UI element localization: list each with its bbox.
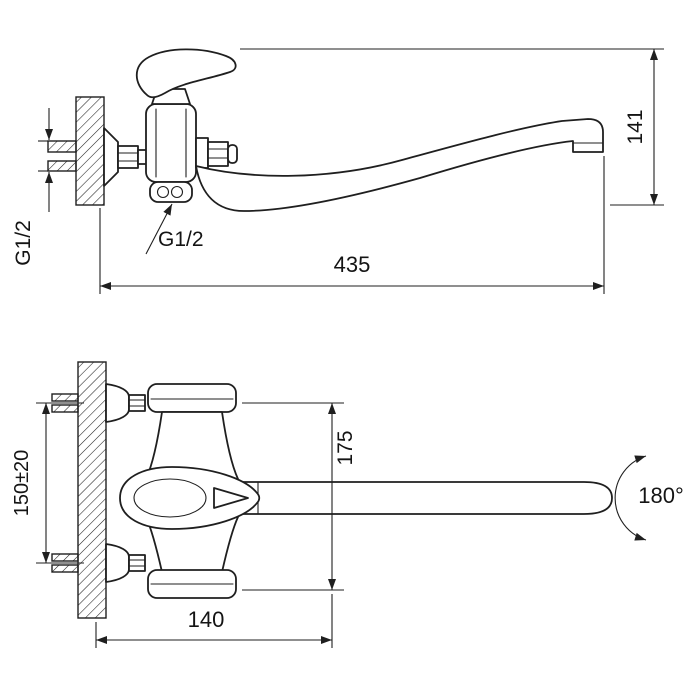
spout-side — [195, 118, 604, 212]
dimension-435: 435 — [99, 156, 605, 294]
diverter-collar — [195, 137, 209, 169]
outlet-knurl — [156, 185, 170, 199]
dim-label-height-front: 175 — [334, 430, 357, 465]
pipe-stub-top — [51, 393, 79, 402]
supply-pipe-wall-bottom — [47, 160, 77, 172]
leader-line — [145, 203, 173, 255]
thread-label-wall: G1/2 — [12, 220, 35, 266]
thread-label-shower: G1/2 — [158, 228, 204, 251]
faucet-body-side — [145, 103, 197, 183]
dimension-175: 175 — [242, 402, 357, 591]
diverter-cap — [227, 144, 238, 164]
wall-nut-side — [117, 145, 139, 169]
escutcheon-side — [103, 127, 119, 187]
pipe-stub-top — [51, 404, 79, 413]
dim-label-depth: 140 — [188, 607, 225, 632]
escutcheon-top — [105, 383, 130, 423]
handle-inner-contour — [133, 478, 207, 518]
dimension-141: 141 — [240, 48, 664, 206]
supply-pipe-wall-top — [47, 140, 77, 153]
swivel-angle-callout: 180° — [614, 455, 684, 541]
pipe-stub-bottom — [51, 553, 79, 562]
handle-tip-detail — [213, 487, 249, 509]
front-view: 150±20 175 140 180° — [11, 361, 684, 648]
mount-nut-top — [128, 394, 146, 412]
escutcheon-bottom — [105, 543, 130, 583]
dim-label-mount-spacing: 150±20 — [11, 450, 33, 517]
spout-front — [237, 481, 613, 515]
side-view: 141 435 G1/2 G1/2 — [12, 48, 664, 294]
wall-cross-section-front — [77, 361, 107, 619]
outlet-knurl — [170, 185, 184, 199]
dimension-150-20: 150±20 — [11, 402, 84, 564]
wall-cross-section — [75, 96, 105, 206]
callout-wall-thread: G1/2 — [12, 108, 53, 266]
diverter-nut — [207, 141, 229, 167]
dim-label-length: 435 — [334, 252, 371, 277]
mount-nut-bottom — [128, 554, 146, 572]
pipe-stub-bottom — [51, 564, 79, 573]
dimension-140: 140 — [95, 594, 333, 648]
body-top-cap — [147, 383, 237, 413]
dim-label-height: 141 — [624, 109, 647, 144]
callout-shower-thread: G1/2 — [145, 203, 204, 255]
swivel-arc — [614, 455, 647, 541]
lever-handle-side — [135, 48, 237, 99]
dim-label-swivel: 180° — [638, 483, 684, 508]
lever-handle-front — [119, 466, 261, 530]
